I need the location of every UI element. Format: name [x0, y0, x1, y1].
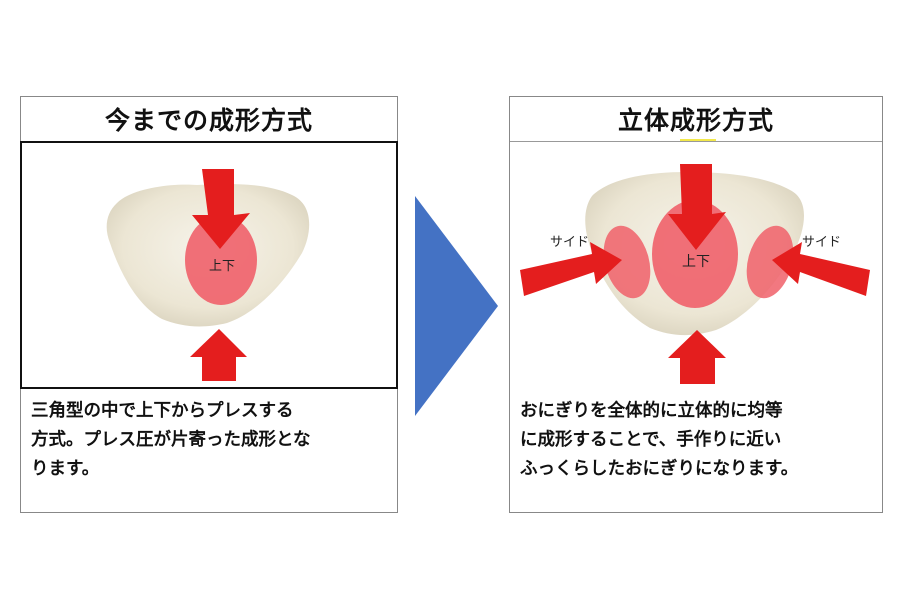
3d-press-diagram: 上下 サイド サイド	[520, 164, 870, 384]
description-line: ふっくらしたおにぎりになります。	[520, 459, 799, 479]
3d-method-illustration: 上下 サイド サイド	[510, 141, 882, 392]
side-label-right: サイド	[802, 234, 841, 249]
conventional-method-illustration: 上下	[20, 141, 398, 389]
top-press-arrow	[192, 169, 250, 249]
3d-method-description: おにぎりを全体的に立体的に均等 に成形することで、手作りに近い ふっくらしたおに…	[520, 397, 874, 484]
center-label: 上下	[209, 258, 235, 273]
description-line: 三角型の中で上下からプレスする	[31, 401, 294, 421]
3d-method-panel: 立体成形方式 上下 サイド	[509, 96, 883, 513]
description-line: おにぎりを全体的に立体的に均等	[520, 401, 783, 421]
right-side-press-arrow	[772, 242, 870, 296]
left-side-press-arrow	[520, 242, 622, 296]
bottom-press-arrow	[668, 330, 726, 384]
pressure-zone-top-bottom	[652, 200, 738, 308]
description-line: ります。	[31, 459, 100, 479]
conventional-method-title: 今までの成形方式	[21, 97, 397, 142]
pressure-zone-top-bottom	[185, 215, 257, 305]
conventional-method-description: 三角型の中で上下からプレスする 方式。プレス圧が片寄った成形とな ります。	[31, 397, 389, 484]
pressure-zone-right	[746, 225, 794, 299]
conventional-method-panel: 今までの成形方式 上下 三角型の中で上下からプレスする 方式。プレス圧が片寄った…	[20, 96, 398, 513]
conventional-press-diagram: 上下	[106, 169, 310, 381]
transition-arrow-icon	[415, 196, 498, 416]
description-line: に成形することで、手作りに近い	[520, 430, 782, 450]
3d-method-title: 立体成形方式	[617, 106, 774, 135]
center-label: 上下	[682, 253, 710, 269]
pressure-zone-left	[603, 225, 651, 299]
bottom-press-arrow	[190, 329, 247, 381]
description-line: 方式。プレス圧が片寄った成形とな	[31, 430, 311, 450]
top-press-arrow	[668, 164, 726, 250]
side-label-left: サイド	[550, 234, 589, 249]
